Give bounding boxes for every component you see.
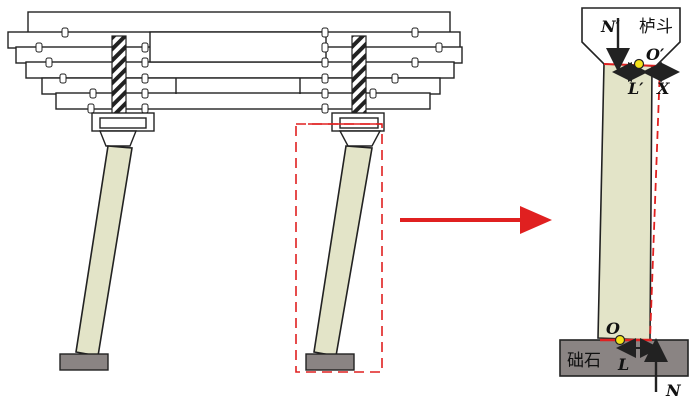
bracket-label: 栌斗 xyxy=(639,17,673,37)
force-bottom-label: N xyxy=(665,381,682,400)
beam-1 xyxy=(27,11,451,35)
beam-center-block xyxy=(149,31,327,63)
pivot-point-top xyxy=(633,58,645,70)
left-base-stone xyxy=(59,353,109,371)
reference-line-right xyxy=(649,65,661,341)
beam-6 xyxy=(55,92,431,110)
pivot-top-label: O′ xyxy=(646,45,665,64)
dowel-markers xyxy=(35,27,443,114)
base-label: 础石 xyxy=(567,351,601,371)
offset-x-label: X xyxy=(656,79,670,98)
highlight-box xyxy=(295,123,383,373)
beam-5 xyxy=(41,77,441,95)
right-base-stone xyxy=(305,353,355,371)
left-bracket xyxy=(91,112,155,147)
lever-bottom-label: L xyxy=(617,355,629,374)
right-bracket xyxy=(331,112,385,147)
beam-stack xyxy=(7,11,463,110)
left-column xyxy=(75,145,133,357)
detail-column xyxy=(597,63,653,341)
beam-4 xyxy=(25,61,455,79)
transition-arrow xyxy=(400,206,552,234)
pivot-point-bottom xyxy=(614,334,626,346)
lever-top-label: L′ xyxy=(627,79,644,98)
pivot-bottom-label: O xyxy=(606,319,620,338)
right-column xyxy=(313,145,373,357)
force-top-label: N′ xyxy=(600,17,621,36)
